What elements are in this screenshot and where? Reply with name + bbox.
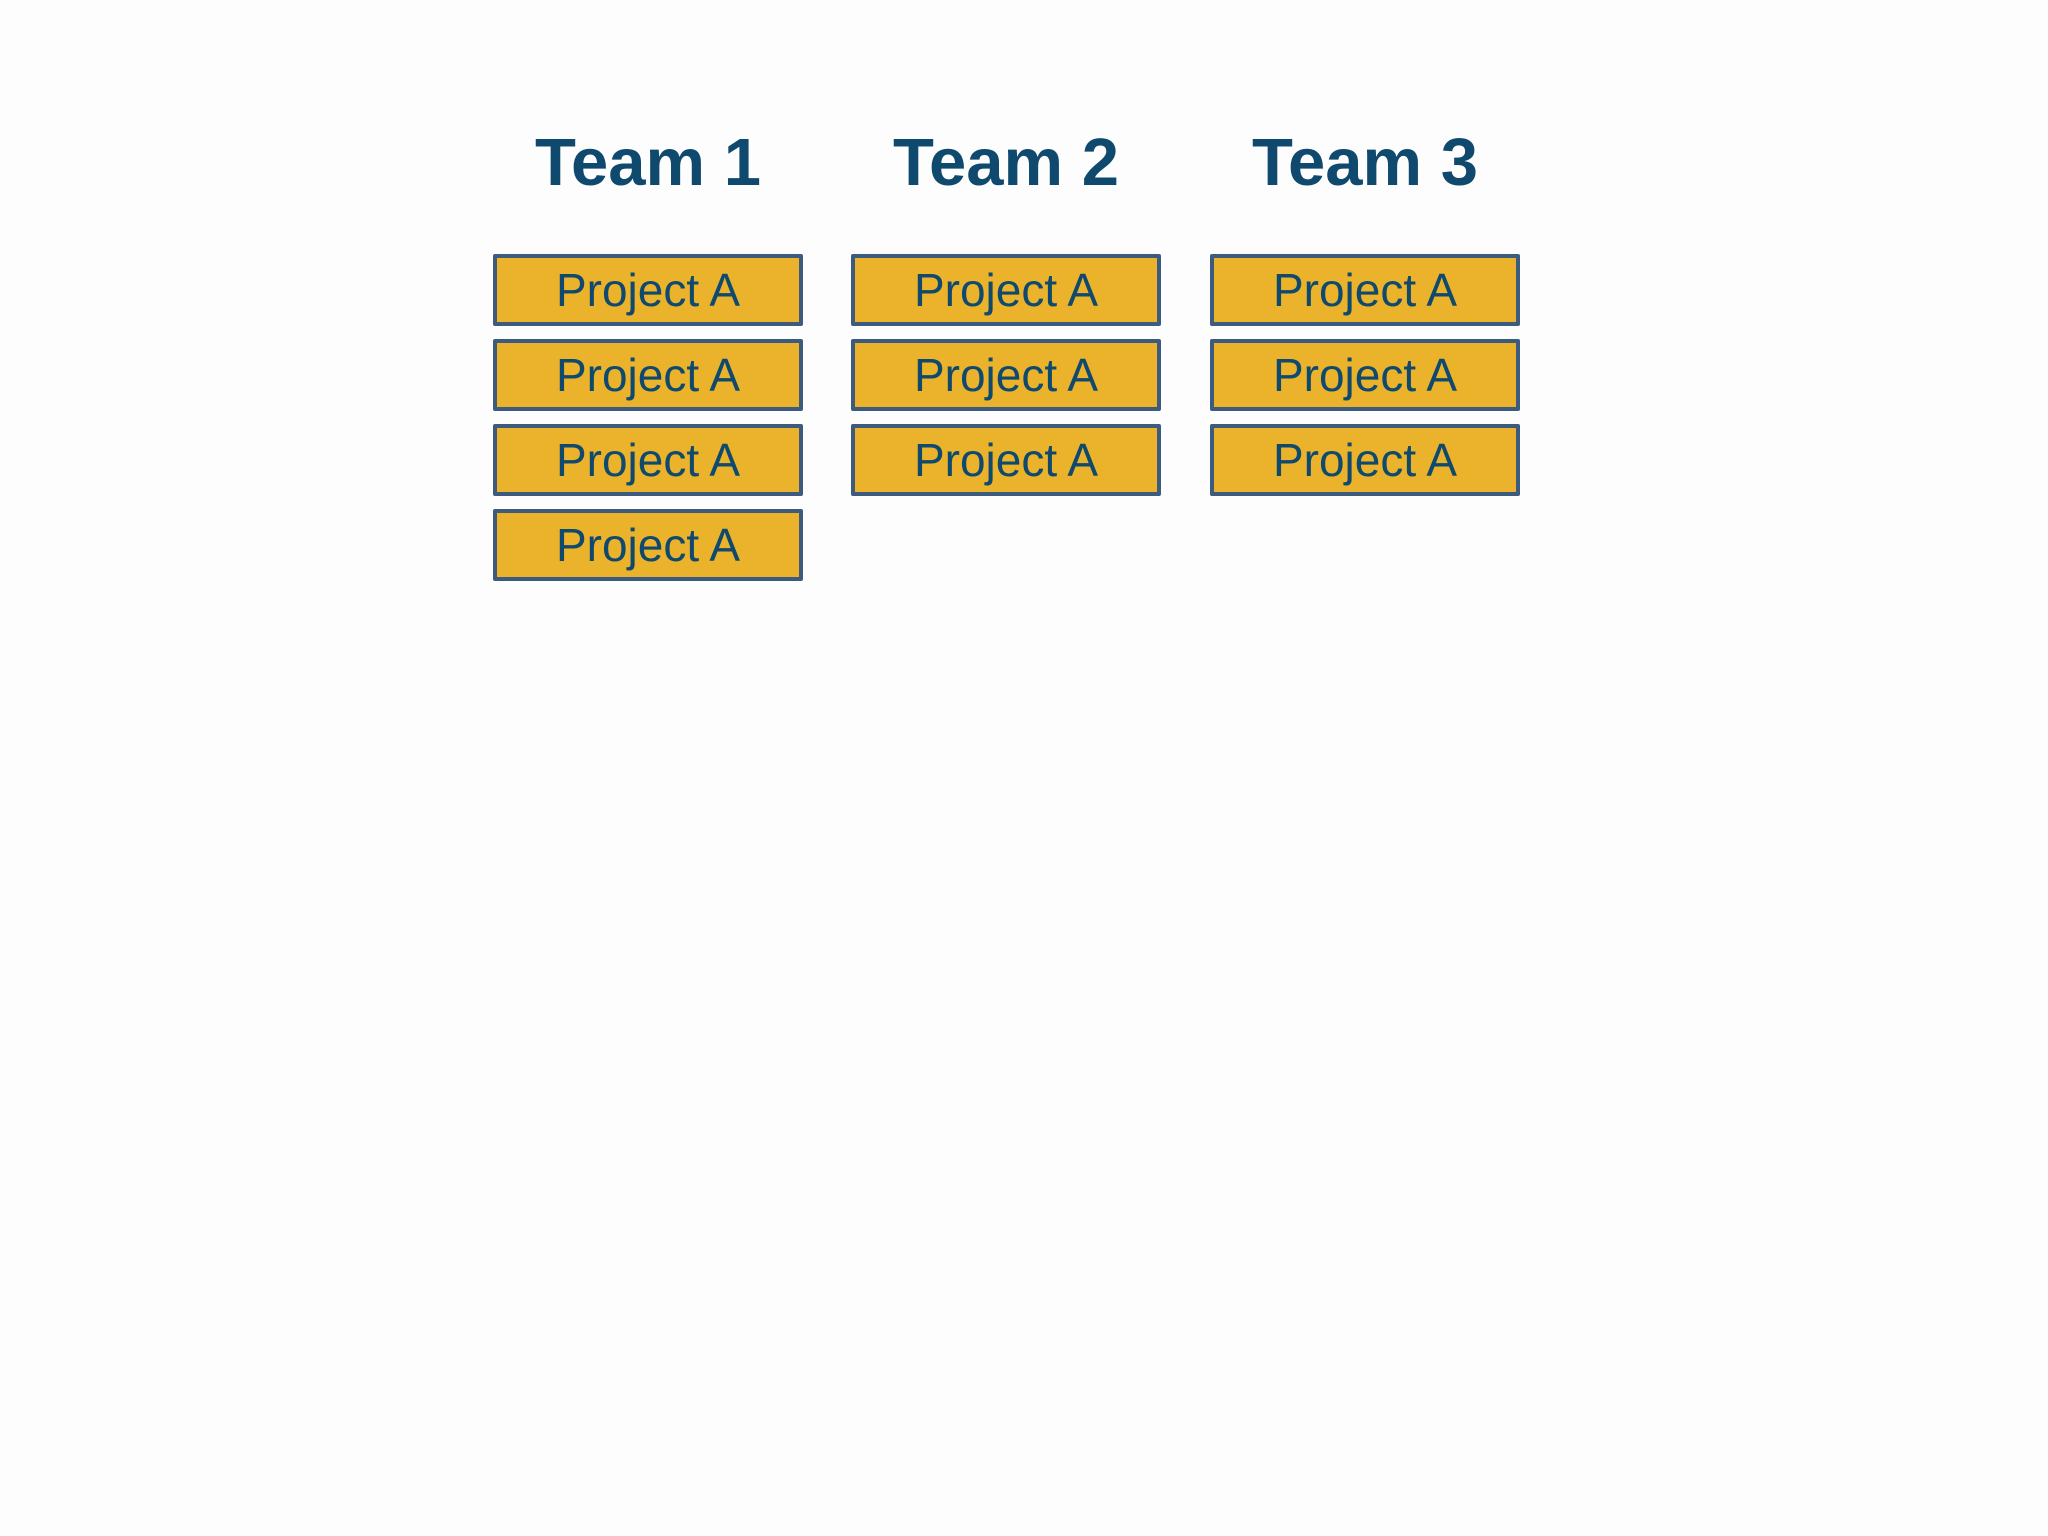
project-list: Project A Project A Project A (1210, 254, 1520, 496)
team-column-2: Team 2 Project A Project A Project A (851, 118, 1161, 509)
project-box: Project A (1210, 424, 1520, 496)
project-box: Project A (493, 424, 803, 496)
project-box: Project A (851, 424, 1161, 496)
project-box: Project A (493, 509, 803, 581)
team-title: Team 1 (535, 125, 761, 200)
team-title: Team 3 (1252, 125, 1478, 200)
project-box: Project A (851, 339, 1161, 411)
project-box: Project A (1210, 339, 1520, 411)
project-box: Project A (493, 339, 803, 411)
team-column-3: Team 3 Project A Project A Project A (1210, 118, 1520, 509)
project-box: Project A (1210, 254, 1520, 326)
team-title: Team 2 (893, 125, 1119, 200)
team-column-1: Team 1 Project A Project A Project A Pro… (493, 118, 803, 594)
project-list: Project A Project A Project A Project A (493, 254, 803, 581)
project-box: Project A (493, 254, 803, 326)
project-list: Project A Project A Project A (851, 254, 1161, 496)
project-box: Project A (851, 254, 1161, 326)
